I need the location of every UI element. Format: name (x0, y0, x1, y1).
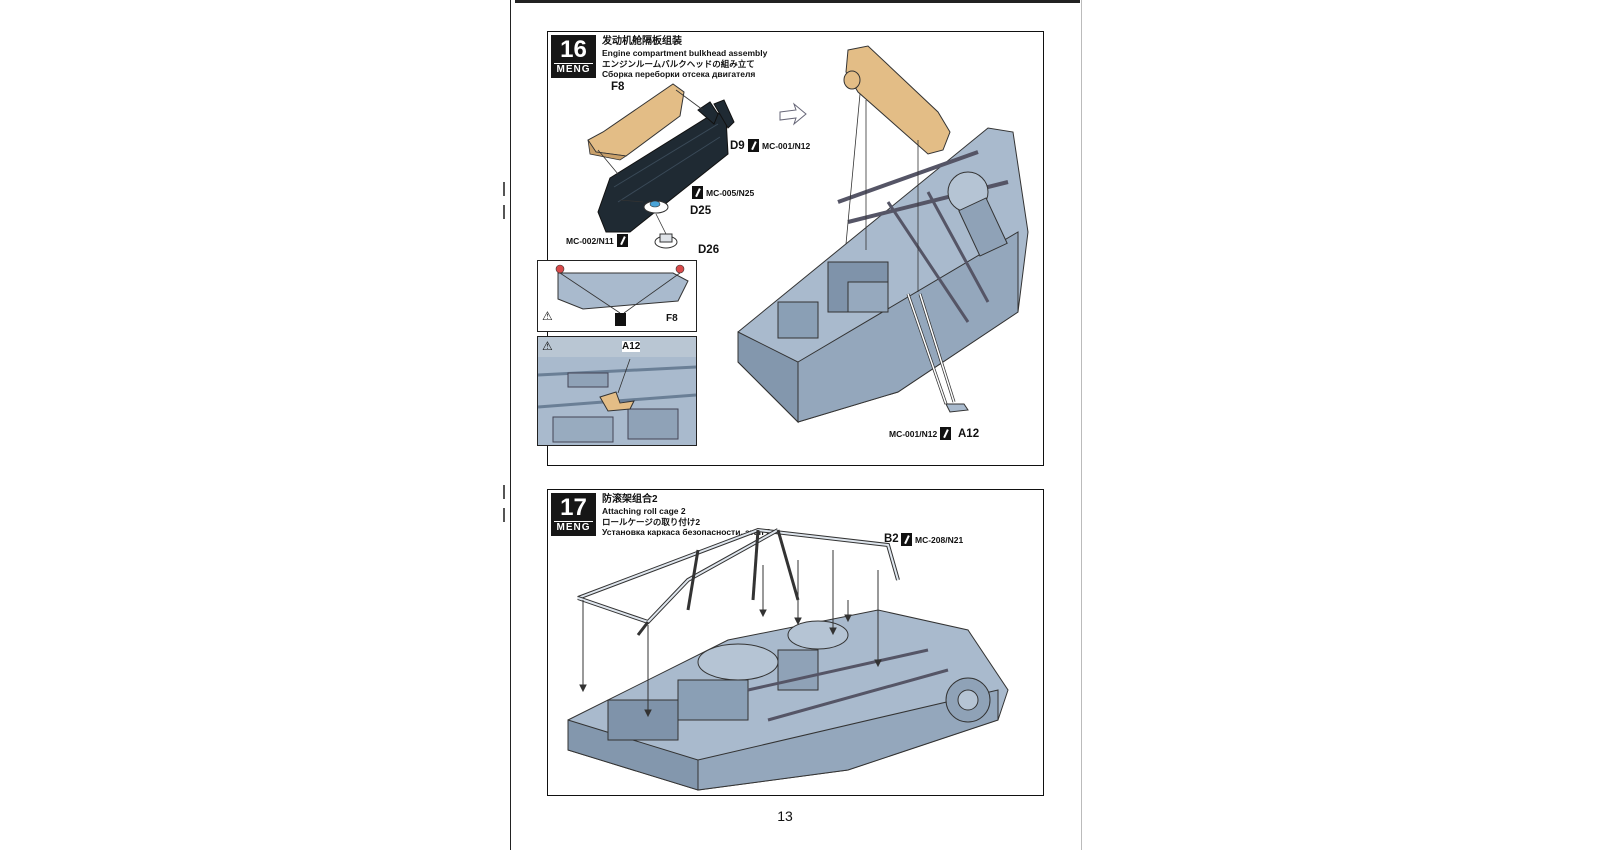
step-badge: 16 MENG (551, 35, 596, 78)
title-ru: Установка каркаса безопасности, этап 2 (602, 527, 771, 537)
paint-callout-a12: MC-001/N12 (889, 427, 952, 440)
inset-f8-detail: ⚠ F8 (537, 260, 697, 332)
binder-mark (503, 508, 505, 522)
title-zh: 防滚架组合2 (602, 494, 658, 505)
paint-swatch-icon (940, 427, 952, 440)
title-en: Attaching roll cage 2 (602, 506, 686, 516)
step-16-panel: 16 MENG 发动机舱隔板组装 Engine compartment bulk… (537, 31, 1044, 466)
binder-mark (503, 205, 505, 219)
title-ja: ロールケージの取り付け2 (602, 516, 701, 527)
paint-swatch-icon (615, 313, 626, 326)
part-label-d26: D26 (698, 244, 720, 256)
part-label-a12-inset: A12 (622, 341, 641, 352)
paint-code: MC-001/N12 (889, 428, 938, 439)
paint-swatch-icon (616, 234, 628, 247)
title-en: Engine compartment bulkhead assembly (602, 48, 768, 58)
title-zh: 发动机舱隔板组装 (602, 36, 682, 47)
title-ru: Сборка переборки отсека двигателя (602, 69, 756, 79)
warning-icon: ⚠ (542, 309, 553, 323)
paint-code: MC-005/N25 (706, 187, 755, 198)
step-number: 16 (560, 36, 587, 63)
chassis-drawing-16 (737, 45, 1029, 424)
paint-code: MC-001/N12 (762, 140, 811, 151)
part-label-f8: F8 (611, 81, 625, 93)
title-ja: エンジンルームバルクヘッドの組み立て (602, 58, 755, 69)
part-label-a12: A12 (958, 428, 980, 440)
paint-callout-d25: MC-005/N25 (692, 186, 754, 199)
chassis-drawing-17 (567, 527, 1009, 791)
a12-detail-drawing (538, 357, 696, 445)
paint-swatch-icon (692, 186, 703, 199)
step-titles: 防滚架组合2 Attaching roll cage 2 ロールケージの取り付け… (602, 494, 771, 538)
bulkhead-drawing (587, 83, 807, 249)
paint-callout-d9: MC-001/N12 (748, 139, 810, 152)
paint-swatch-icon (901, 533, 912, 546)
brand-logo: MENG (554, 63, 593, 76)
step-number: 17 (560, 494, 587, 521)
paint-callout-d26: MC-002/N11 (566, 234, 628, 247)
binder-mark (503, 485, 505, 499)
paint-code: MC-002/N11 (566, 235, 614, 246)
paint-code: MC-208/N21 (915, 534, 964, 545)
step-badge: 17 MENG (551, 493, 596, 536)
f8-detail-drawing (555, 264, 689, 314)
part-label-d9: D9 (730, 140, 745, 152)
paint-callout-b2: MC-208/N21 (901, 533, 963, 546)
part-label-b2: B2 (884, 533, 899, 545)
step-titles: 发动机舱隔板组装 Engine compartment bulkhead ass… (602, 36, 767, 80)
paint-swatch-icon (748, 139, 759, 152)
inset-a12-detail: ⚠ A12 (537, 336, 697, 446)
brand-logo: MENG (554, 521, 593, 534)
page-number: 13 (777, 808, 793, 824)
warning-icon: ⚠ (542, 339, 553, 353)
step-17-panel: 17 MENG 防滚架组合2 Attaching roll cage 2 ロール… (547, 489, 1044, 796)
scan-edge (515, 0, 1080, 3)
binder-mark (503, 182, 505, 196)
part-label-d25: D25 (690, 205, 712, 217)
part-label-f8-inset: F8 (666, 313, 678, 324)
